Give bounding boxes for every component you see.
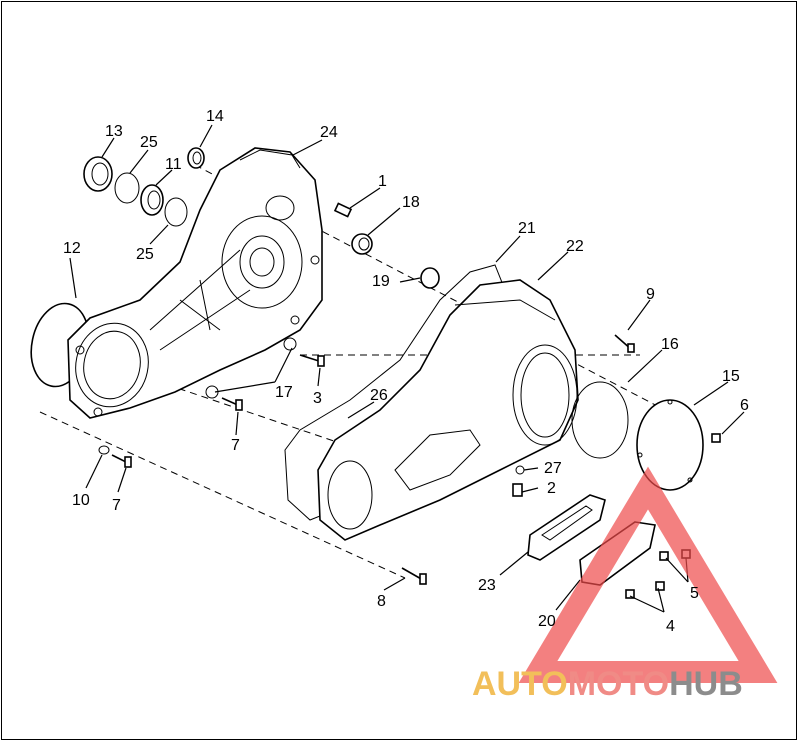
callout-4: 4 <box>666 618 675 635</box>
callout-6: 6 <box>740 397 749 414</box>
callout-18: 18 <box>402 194 420 211</box>
callout-1: 1 <box>378 173 387 190</box>
callout-25-lower: 25 <box>136 246 154 263</box>
part-24-inner-primary-housing <box>67 147 323 419</box>
plug-27 <box>515 465 525 475</box>
callout-5: 5 <box>690 585 699 602</box>
callout-14: 14 <box>206 108 224 125</box>
part-25-retaining-ring-upper <box>114 172 140 204</box>
callout-20: 20 <box>538 613 556 630</box>
callout-7-upper: 7 <box>231 437 240 454</box>
watermark-logo: AUTOMOTOHUB <box>472 466 778 703</box>
part-11-bearing <box>140 184 164 216</box>
watermark-auto: AUTO <box>472 665 568 703</box>
screw-8 <box>401 567 427 585</box>
watermark-moto: MOTO <box>568 665 669 703</box>
callout-9: 9 <box>646 286 655 303</box>
callout-16: 16 <box>661 336 679 353</box>
screw-3 <box>299 354 325 367</box>
part-19-spacer <box>420 267 440 289</box>
washer-10 <box>98 445 110 455</box>
callout-15: 15 <box>722 368 740 385</box>
callout-19: 19 <box>372 273 390 290</box>
part-14-bushing <box>187 147 205 169</box>
callout-17: 17 <box>275 384 293 401</box>
callout-8: 8 <box>377 593 386 610</box>
callout-12: 12 <box>63 240 81 257</box>
callout-24: 24 <box>320 124 338 141</box>
callout-2: 2 <box>547 480 556 497</box>
callout-3: 3 <box>313 390 322 407</box>
screw-7-lower <box>111 454 132 468</box>
watermark-hub: HUB <box>669 665 743 703</box>
svg-text:AUTOMOTOHUB: AUTOMOTOHUB <box>472 665 743 703</box>
part-25-retaining-ring-lower <box>164 197 188 227</box>
callout-25-upper: 25 <box>140 134 158 151</box>
callout-23: 23 <box>478 577 496 594</box>
callout-labels: 13 14 24 25 11 1 18 12 25 21 22 19 9 16 … <box>63 108 749 635</box>
watermark-triangle <box>518 466 778 683</box>
part-15-derby-cover <box>636 399 704 491</box>
callout-11: 11 <box>165 156 182 173</box>
plug-2 <box>512 483 523 497</box>
screw-6 <box>711 433 721 443</box>
screws-4 <box>625 581 665 599</box>
callout-10: 10 <box>72 492 90 509</box>
screw-9 <box>614 334 635 353</box>
part-1-dowel <box>333 202 353 218</box>
part-13-seal <box>83 156 113 192</box>
callout-22: 22 <box>566 238 584 255</box>
part-18-seal <box>351 233 373 255</box>
part-23-gasket <box>527 494 606 561</box>
callout-7-lower: 7 <box>112 497 121 514</box>
callout-21: 21 <box>518 220 536 237</box>
callout-26: 26 <box>370 387 388 404</box>
part-22-outer-primary-cover <box>317 279 579 541</box>
callout-27: 27 <box>544 460 562 477</box>
screw-7-upper <box>221 397 243 411</box>
part-16-o-ring <box>571 381 629 459</box>
leader-lines <box>69 124 745 613</box>
callout-13: 13 <box>105 123 123 140</box>
